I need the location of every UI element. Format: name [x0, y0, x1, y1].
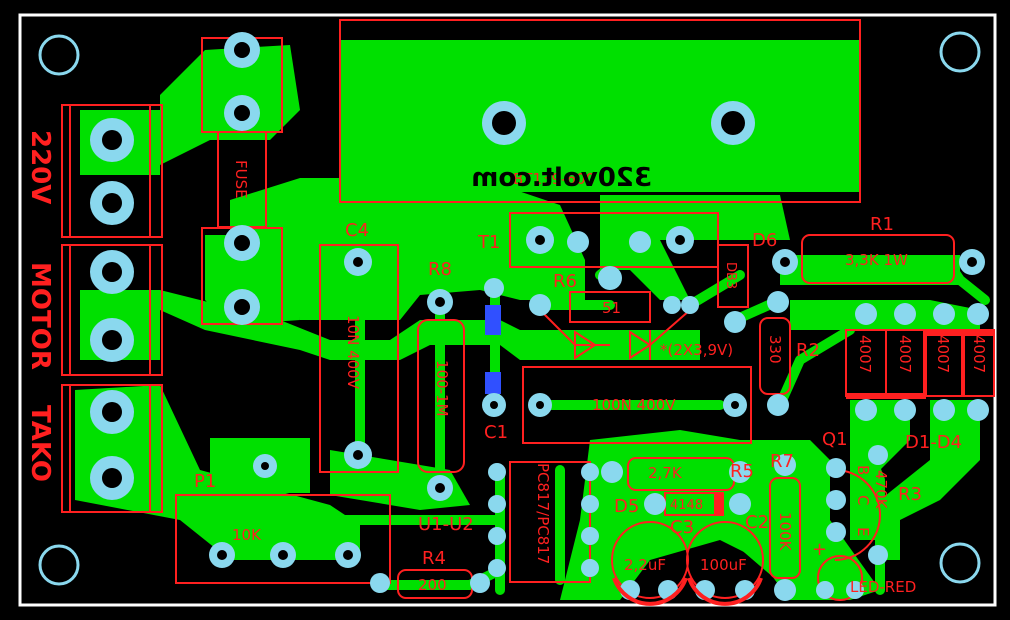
r1-label: R1 — [870, 214, 894, 235]
d1-value: 4007 — [856, 335, 874, 373]
silkscreen — [61, 19, 995, 601]
c4-label: C4 — [345, 220, 369, 241]
r5-value: 2,7K — [648, 464, 683, 482]
pad-holes — [102, 42, 977, 560]
mounting-hole-bl — [38, 544, 80, 586]
d5-value: 4148 — [670, 498, 703, 513]
r2-value: 330 — [766, 335, 784, 364]
jumpers — [485, 305, 501, 394]
led-plus: + — [812, 539, 827, 560]
labels: 220V MOTOR TAKO FUSE BT139-600 320volt.c… — [25, 130, 988, 596]
r2-label: R2 — [796, 340, 820, 361]
triac-heatsink-outline — [339, 19, 861, 203]
mounting-hole-br — [939, 542, 981, 584]
r1-value: 3,3K 1W — [845, 251, 908, 269]
r4-value: 200 — [418, 576, 447, 594]
c3-label: C3 — [670, 517, 694, 538]
polarity-bars — [714, 330, 994, 515]
q1-b-label: B — [854, 465, 872, 475]
p1-label: P1 — [194, 471, 216, 492]
d1d4-label: D1-D4 — [905, 432, 962, 453]
d2-value: 4007 — [896, 335, 914, 373]
r7-value: 100K — [776, 512, 794, 552]
t1-label: T1 — [477, 232, 500, 253]
q1-c-label: C — [854, 495, 872, 505]
db3-label: DB3 — [723, 262, 738, 289]
zener-note: *(2X3,9V) — [660, 341, 733, 359]
c4-value: 10N 400V — [344, 315, 362, 390]
triac-body-label: BT139-600 — [513, 170, 595, 188]
c1-label: C1 — [484, 422, 508, 443]
r4-label: R4 — [422, 548, 446, 569]
connector-motor-label: MOTOR — [25, 262, 55, 370]
p1-value: 10K — [232, 526, 262, 544]
r3-value: 470K — [872, 470, 890, 510]
watermark: 320volt.com — [471, 163, 652, 193]
fuse-label: FUSE — [232, 160, 250, 199]
d4-value: 4007 — [970, 335, 988, 373]
d6-label: D6 — [752, 230, 777, 251]
c1-value: 100N 400V — [592, 396, 676, 414]
mounting-hole-tl — [38, 34, 80, 76]
r5-label: R5 — [730, 461, 754, 482]
d5-label: D5 — [614, 496, 639, 517]
c2-value: 100uF — [700, 556, 747, 574]
r6-label: R6 — [553, 271, 577, 292]
connector-tako-label: TAKO — [25, 405, 55, 482]
mounting-holes — [38, 31, 981, 586]
opto-value: PC817/PC817 — [534, 463, 552, 564]
q1-label: Q1 — [822, 429, 848, 450]
r8-label: R8 — [428, 259, 452, 280]
c2-label: C2 — [745, 512, 769, 533]
q1-e-label: E — [854, 527, 872, 536]
r6-value: 51 — [602, 299, 621, 317]
led-label: LED-RED — [850, 578, 916, 596]
r8-value: 100-1M — [433, 360, 451, 417]
mounting-hole-tr — [939, 31, 981, 73]
c3-value: 2,2uF — [624, 556, 666, 574]
u1u2-label: U1-U2 — [418, 514, 474, 535]
r3-label: R3 — [898, 484, 922, 505]
connector-220v-label: 220V — [25, 130, 55, 204]
capacitor-arcs — [612, 577, 763, 606]
r7-label: R7 — [770, 451, 794, 472]
d3-value: 4007 — [934, 335, 952, 373]
